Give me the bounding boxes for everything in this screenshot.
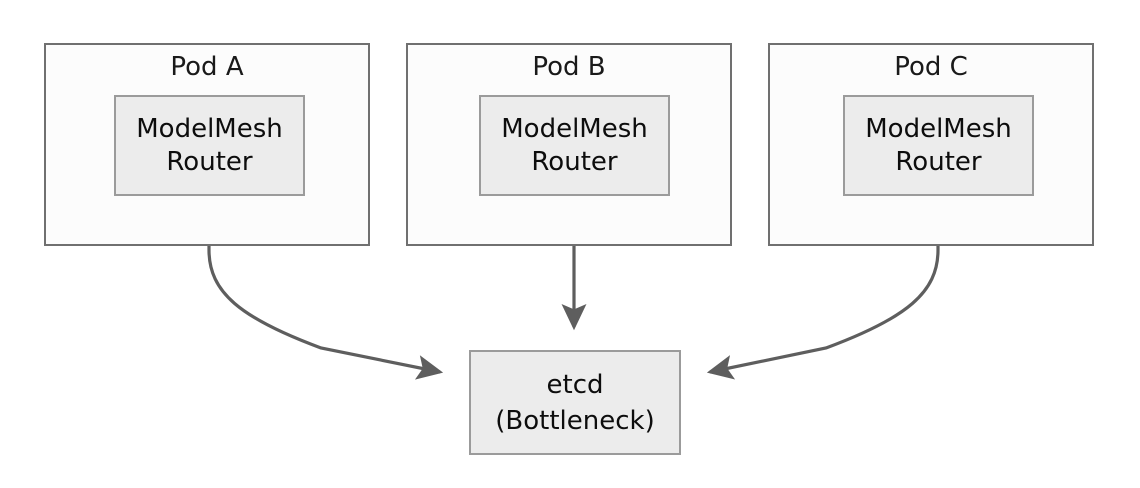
etcd-label-line1: etcd bbox=[546, 369, 604, 400]
etcd-label-line2: (Bottleneck) bbox=[495, 405, 655, 436]
router-label-line2-c: Router bbox=[895, 146, 982, 177]
router-label-line2-b: Router bbox=[531, 146, 618, 177]
pod-title-a: Pod A bbox=[170, 52, 244, 82]
modelmesh-router-a[interactable]: ModelMesh Router bbox=[114, 95, 305, 196]
router-label-line1-a: ModelMesh bbox=[136, 113, 283, 144]
pod-container-c[interactable]: Pod C bbox=[768, 43, 1094, 246]
router-label-line1-b: ModelMesh bbox=[501, 113, 648, 144]
modelmesh-router-c[interactable]: ModelMesh Router bbox=[843, 95, 1034, 196]
pod-title-c: Pod C bbox=[894, 52, 968, 82]
modelmesh-router-b[interactable]: ModelMesh Router bbox=[479, 95, 670, 196]
router-label-line2-a: Router bbox=[166, 146, 253, 177]
pod-title-b: Pod B bbox=[532, 52, 606, 82]
etcd-node[interactable]: etcd (Bottleneck) bbox=[469, 350, 681, 455]
router-label-line1-c: ModelMesh bbox=[865, 113, 1012, 144]
